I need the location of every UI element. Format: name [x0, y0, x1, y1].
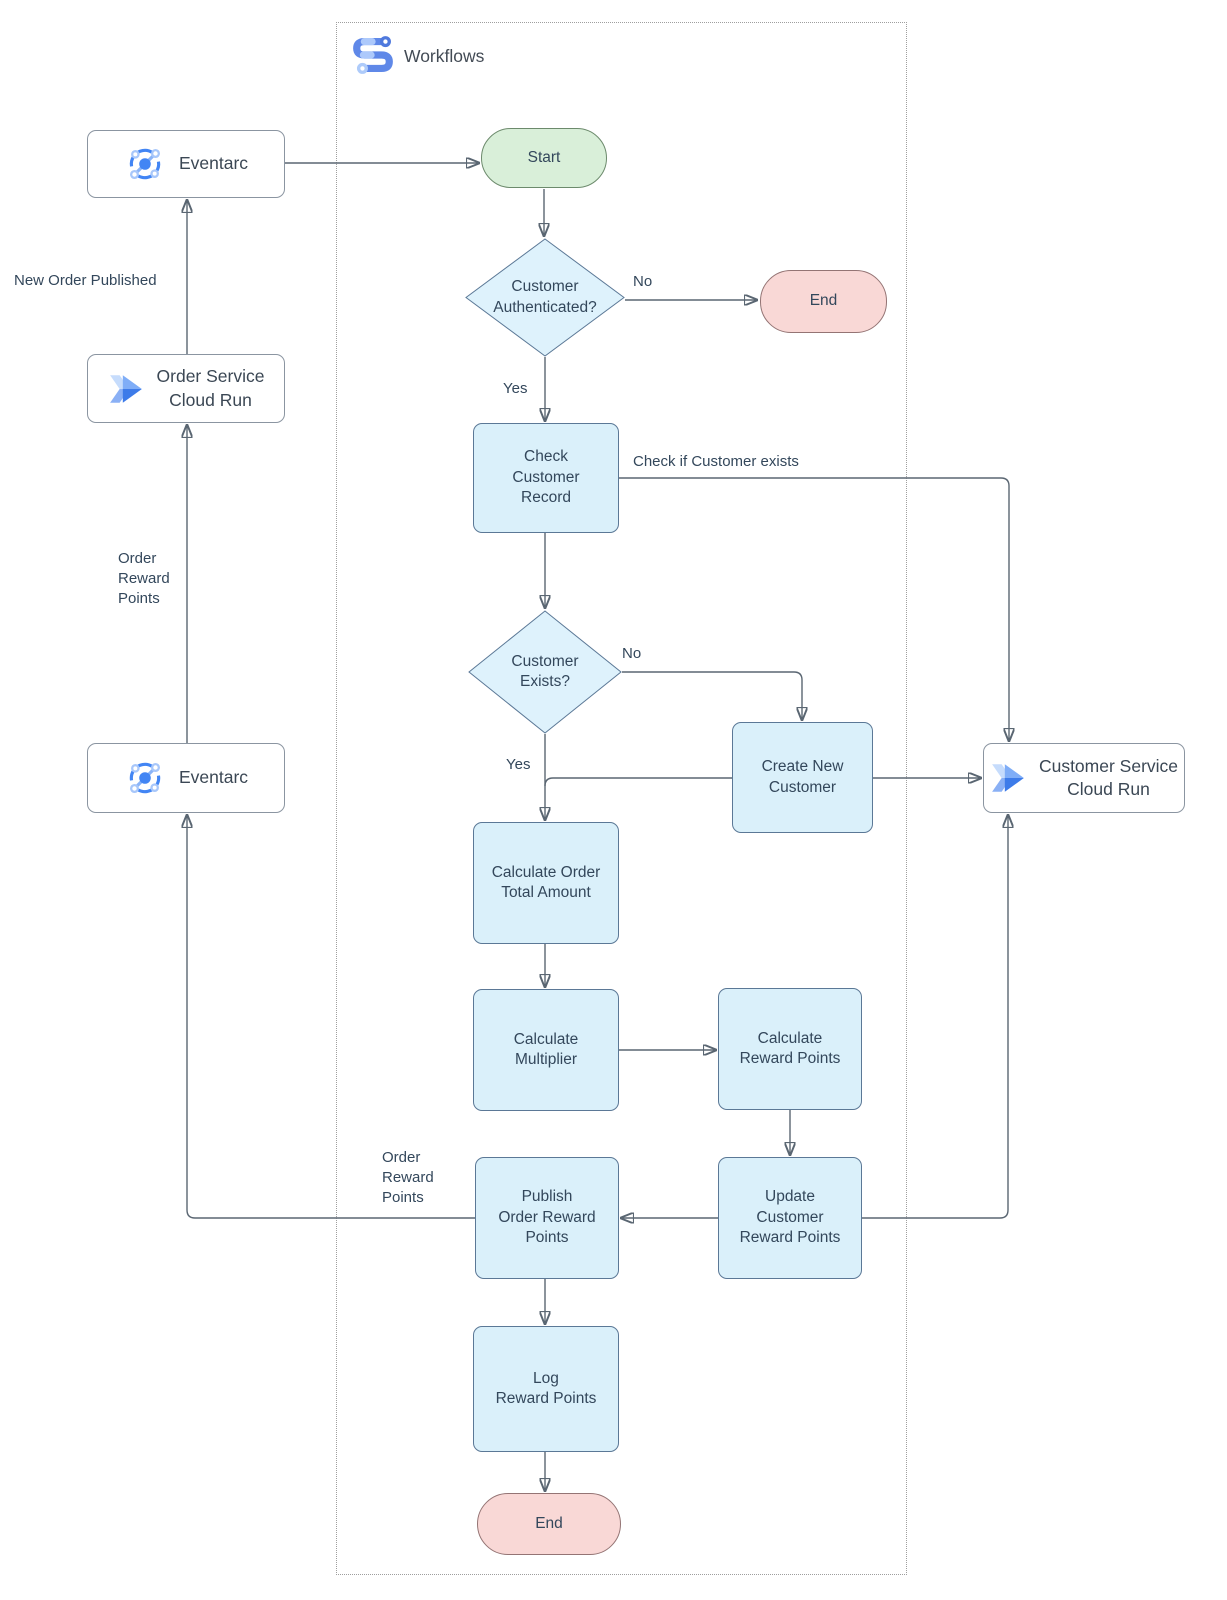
node-label: Calculate Order Total Amount	[491, 863, 601, 901]
node-eventarc-bottom: Eventarc	[87, 743, 285, 813]
node-label: End	[809, 292, 838, 310]
node-check-customer-record: Check Customer Record	[473, 423, 619, 533]
diamond-shape	[468, 610, 622, 734]
node-label: Order Service Cloud Run	[156, 366, 265, 410]
node-start: Start	[481, 128, 607, 188]
node-label: End	[535, 1514, 563, 1532]
node-decision-customer-exists: Customer Exists?	[468, 610, 622, 734]
edge-label-yes-exists: Yes	[506, 756, 531, 773]
node-label: Eventarc	[178, 767, 249, 788]
node-end-top: End	[760, 270, 887, 333]
node-calculate-multiplier: Calculate Multiplier	[473, 989, 619, 1111]
node-label: Customer Service Cloud Run	[1038, 755, 1179, 799]
workflows-title: Workflows	[404, 46, 485, 66]
edge-label-no-authenticated: No	[633, 273, 653, 290]
node-eventarc-top: Eventarc	[87, 130, 285, 198]
cloud-run-icon	[992, 764, 1024, 792]
workflows-container	[336, 22, 907, 1575]
diamond-shape	[465, 238, 625, 357]
node-customer-service-cloud-run: Customer Service Cloud Run	[983, 743, 1185, 813]
node-label: Customer Authenticated?	[493, 278, 597, 316]
node-decision-customer-authenticated: Customer Authenticated?	[465, 238, 625, 357]
edge-label-new-order-published: New Order Published	[14, 272, 157, 289]
edge-label-check-if-customer-exists: Check if Customer exists	[633, 453, 799, 470]
node-label: Create New Customer	[761, 758, 844, 796]
node-order-service-cloud-run: Order Service Cloud Run	[87, 354, 285, 423]
node-log-reward-points: Log Reward Points	[473, 1326, 619, 1452]
eventarc-icon	[129, 148, 161, 180]
node-calculate-order-total: Calculate Order Total Amount	[473, 822, 619, 944]
node-end-bottom: End	[477, 1493, 621, 1555]
node-create-new-customer: Create New Customer	[732, 722, 873, 833]
edge-label-order-reward-points-upper: Order Reward Points	[118, 550, 170, 608]
edge-label-yes-authenticated: Yes	[503, 380, 528, 397]
edge-label-order-reward-points-lower: Order Reward Points	[382, 1149, 434, 1207]
node-label: Publish Order Reward Points	[498, 1188, 596, 1247]
node-label: Calculate Multiplier	[513, 1030, 579, 1068]
node-label: Start	[527, 148, 561, 166]
eventarc-icon	[129, 762, 161, 794]
node-label: Check Customer Record	[512, 448, 580, 507]
node-label: Log Reward Points	[495, 1369, 597, 1407]
cloud-run-icon	[109, 374, 142, 403]
node-publish-order-reward-points: Publish Order Reward Points	[475, 1157, 619, 1279]
node-label: Calculate Reward Points	[739, 1029, 841, 1067]
workflows-icon	[353, 36, 393, 74]
node-label: Eventarc	[178, 153, 249, 174]
node-calculate-reward-points: Calculate Reward Points	[718, 988, 862, 1110]
edge-label-no-exists: No	[622, 645, 642, 662]
node-label: Update Customer Reward Points	[739, 1188, 841, 1247]
node-label: Customer Exists?	[511, 652, 579, 690]
node-update-customer-reward-points: Update Customer Reward Points	[718, 1157, 862, 1279]
